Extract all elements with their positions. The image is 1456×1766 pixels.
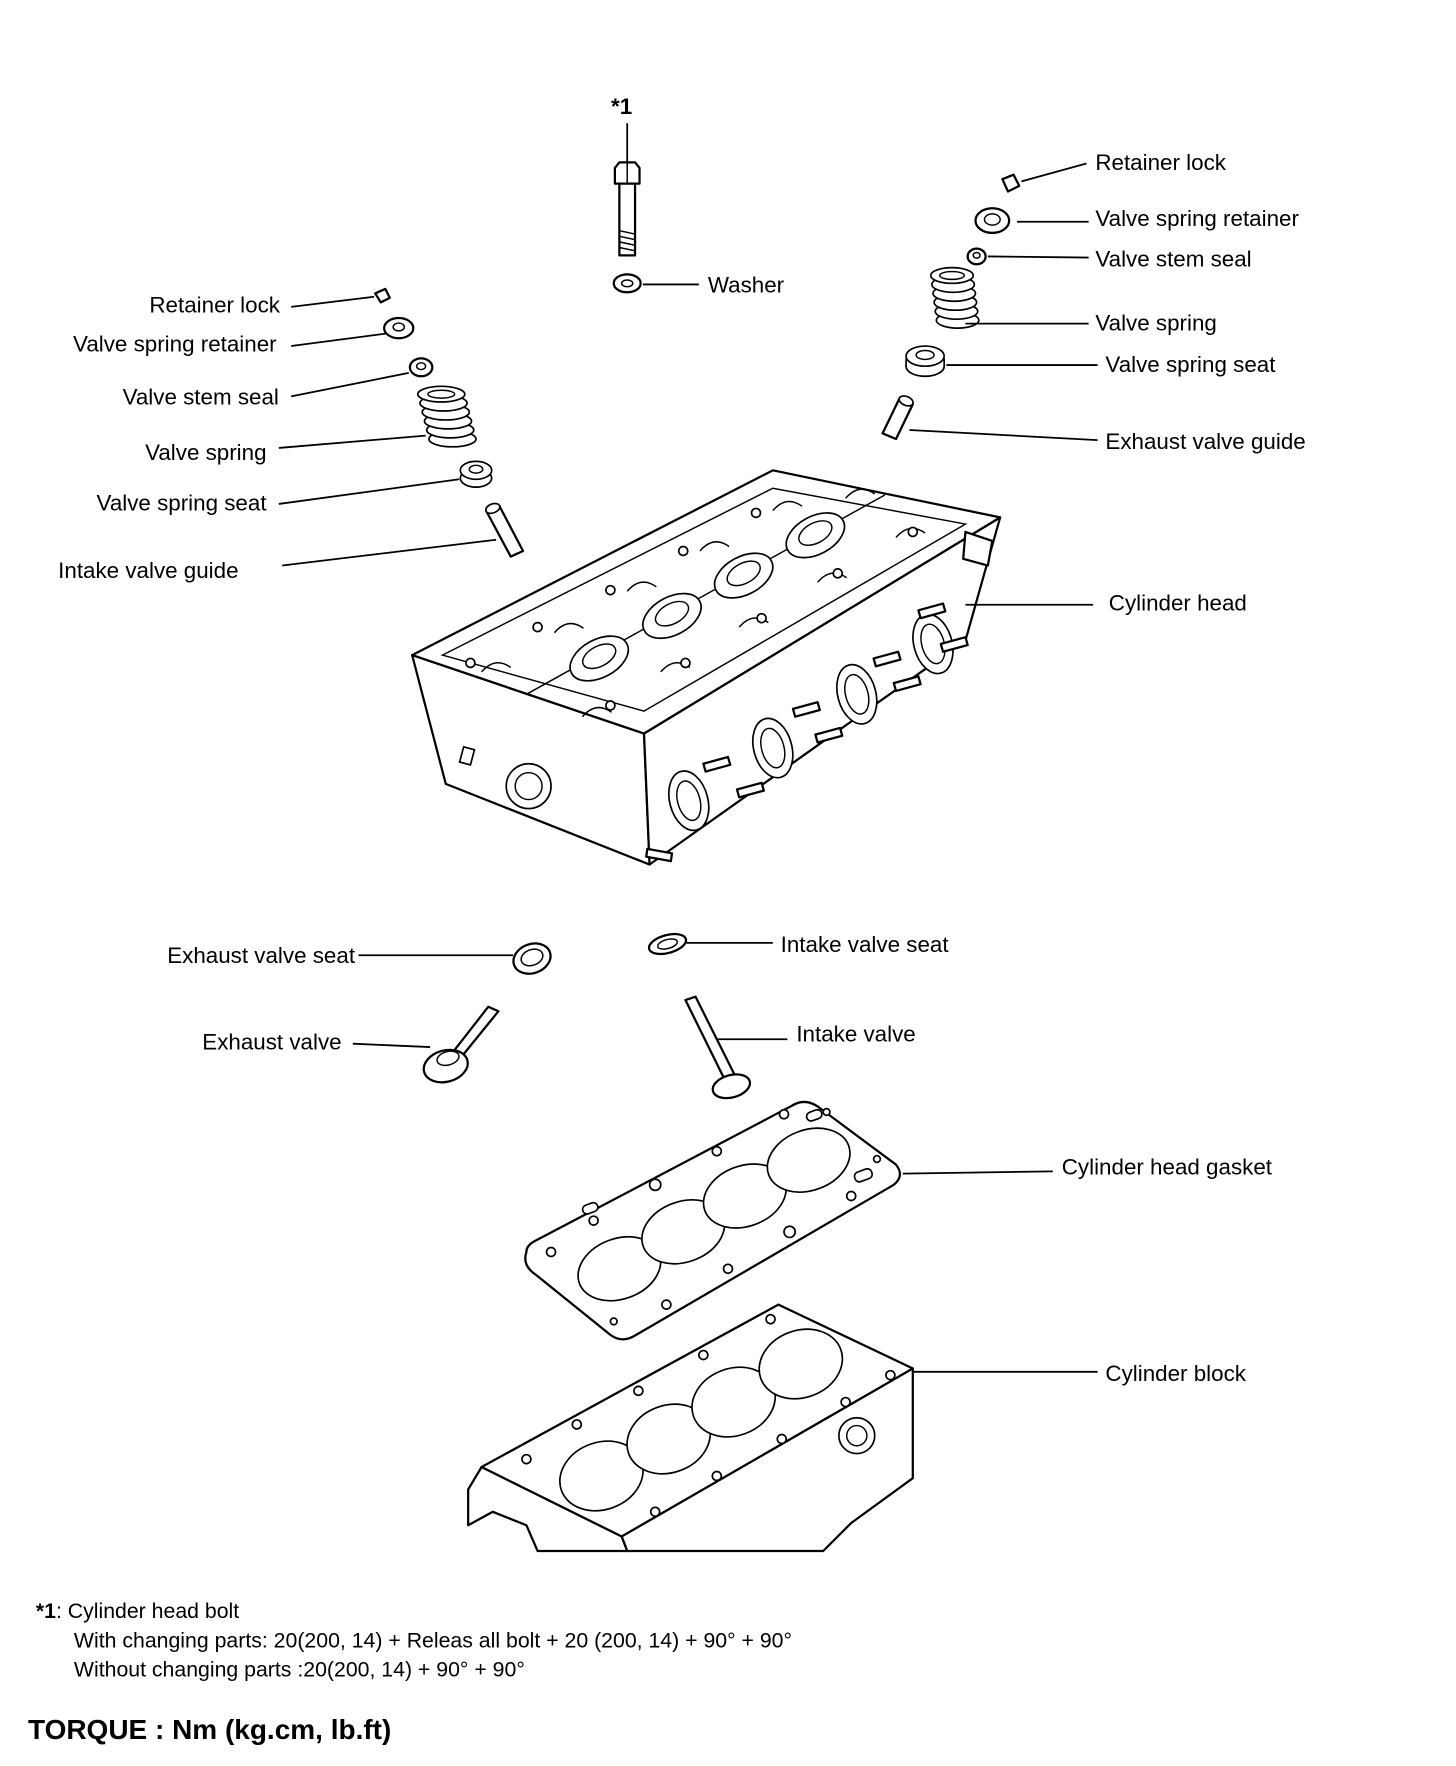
leader-line [282,538,497,567]
block-side-bore [838,1416,876,1455]
intake-valve-head [711,1073,752,1100]
torque-unit-heading: TORQUE : Nm (kg.cm, lb.ft) [28,1714,391,1745]
footnote-ref: *1 [36,1599,56,1623]
valve-spring-retainer-label-left: Valve spring retainer [73,332,277,357]
washer-part [612,273,642,294]
cylinder-head-gasket-label: Cylinder head gasket [1062,1155,1273,1180]
exhaust-valve-guide-part [881,395,914,441]
valve-spring-seat-label-right: Valve spring seat [1105,352,1276,377]
gasket-bores [577,1127,851,1302]
cylinder-block-label: Cylinder block [1105,1361,1246,1386]
exhaust-valve-seat-label: Exhaust valve seat [167,943,356,968]
exhaust-valve-guide-label: Exhaust valve guide [1105,429,1305,454]
leader-line [291,332,386,347]
washer: Washer [612,272,785,297]
valve-stem-seal-label-left: Valve stem seal [123,384,279,409]
leader-line [352,1042,431,1048]
valve-spring-seat-part [459,460,493,488]
intake-valve-label: Intake valve [796,1021,915,1046]
leader-line [987,255,1089,259]
valve-spring-retainer-part [974,207,1011,235]
rear-housing [962,530,994,567]
intake-valve-seat-part [647,932,688,956]
top-bolt-holes [465,507,919,711]
intake-valve-stack: Retainer lock Valve spring retainer Valv… [58,287,525,583]
cylinder-head-gasket: Cylinder head gasket [524,1100,1273,1341]
block-holes [521,1313,896,1518]
leader-line [902,1170,1053,1175]
footnote-title-text: : Cylinder head bolt [56,1599,239,1623]
valve-spring-part [929,266,980,329]
intake-valve: Intake valve [684,995,916,1100]
retainer-lock-label-right: Retainer lock [1095,150,1226,175]
leader-line [291,372,409,398]
block-end-face [467,1465,629,1553]
bolt-ref-label: *1 [611,94,632,119]
valve-stem-seal-label-right: Valve stem seal [1095,247,1251,272]
cylinder-head-bolt: *1 [611,94,641,257]
footnote-line-with-changing: With changing parts: 20(200, 14) + Relea… [74,1628,792,1652]
exhaust-valve-seat: Exhaust valve seat [167,942,552,975]
intake-valve-seat-label: Intake valve seat [781,932,950,957]
block-bores [558,1328,844,1512]
leader-line [909,429,1098,441]
retainer-lock-label-left: Retainer lock [149,292,280,317]
intake-valve-guide-part [484,502,525,558]
end-face-bore [505,762,552,810]
intake-valve-stem [684,995,736,1081]
cylinder-head-top-face [411,469,1002,735]
valve-spring-seat-label-left: Valve spring seat [97,491,268,516]
footnote-title: *1: Cylinder head bolt [36,1599,239,1623]
intake-valve-guide-label: Intake valve guide [58,558,238,583]
valve-spring-part [416,385,477,448]
retainer-lock-part [374,287,391,304]
exhaust-valve-seat-part [512,942,552,975]
exhaust-valve-stack: Retainer lock Valve spring retainer Valv… [881,150,1306,454]
leader-line [278,478,460,505]
cam-journals [569,512,846,682]
valve-stem-seal-part [966,247,987,266]
manifold-studs [645,602,969,863]
washer-label: Washer [708,272,785,297]
valve-spring-label-right: Valve spring [1095,310,1216,335]
exhaust-valve-label: Exhaust valve [202,1029,341,1054]
retainer-lock-part [1001,173,1021,193]
valve-spring-retainer-part [383,316,415,340]
intake-valve-seat: Intake valve seat [647,932,950,957]
valve-stem-seal-part [408,357,434,378]
footnote: *1: Cylinder head bolt With changing par… [36,1599,792,1681]
footnote-line-without-changing: Without changing parts :20(200, 14) + 90… [74,1657,525,1681]
valve-spring-label-left: Valve spring [145,440,266,465]
cylinder-block: Cylinder block [467,1303,1247,1553]
exhaust-valve-stem [451,1005,500,1060]
leader-line [278,434,426,449]
gasket-holes [545,1107,882,1326]
leader-line [1021,162,1087,183]
exhaust-valve: Exhaust valve [202,1005,500,1084]
leader-line [291,295,375,308]
valve-spring-retainer-label-right: Valve spring retainer [1095,206,1299,231]
cylinder-head-label: Cylinder head [1109,590,1247,615]
cylinder-head: Cylinder head [411,469,1247,866]
valve-spring-seat-part [905,345,946,378]
exhaust-ports [667,613,954,832]
